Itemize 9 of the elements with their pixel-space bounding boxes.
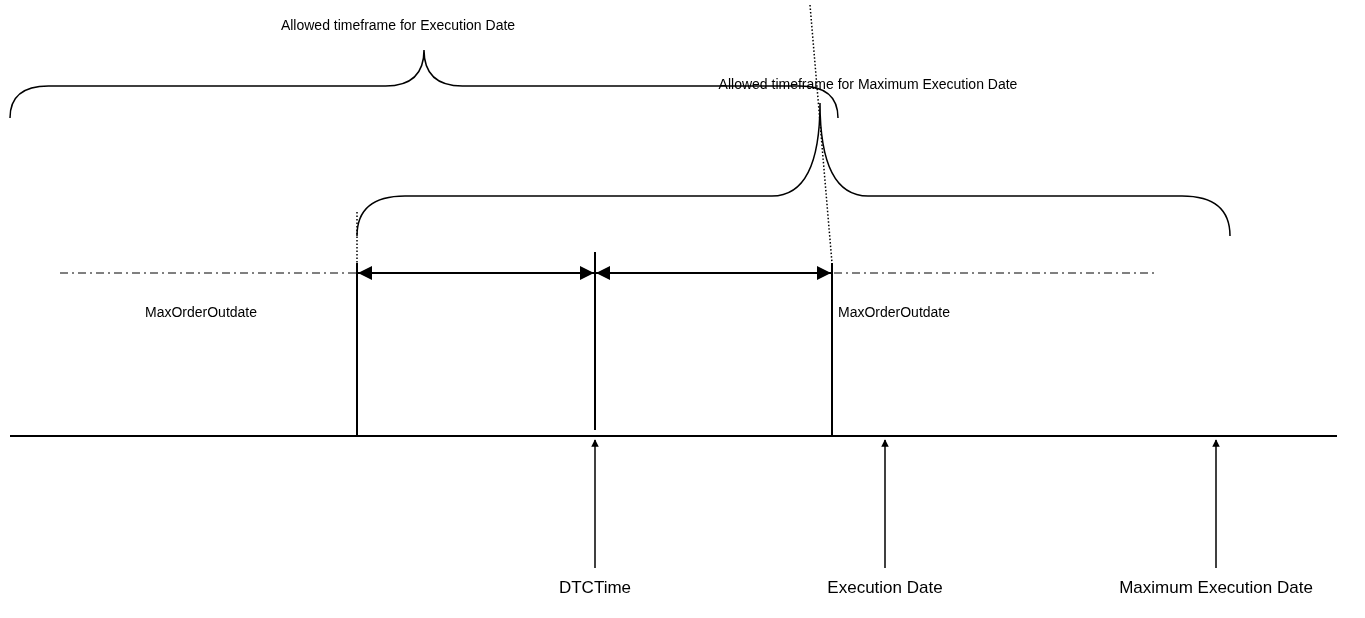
timeline-label: Execution Date (827, 578, 943, 598)
arrow (1212, 439, 1220, 569)
arrow (881, 439, 889, 569)
dimension-label: MaxOrderOutdate (145, 303, 258, 321)
bracket-label: Allowed timeframe for Execution Date (280, 16, 516, 34)
dimension-label: MaxOrderOutdate (838, 303, 951, 321)
arrow (591, 439, 599, 569)
timeline-label: DTCTime (558, 578, 632, 598)
timeline-label: Maximum Execution Date (1119, 578, 1313, 598)
